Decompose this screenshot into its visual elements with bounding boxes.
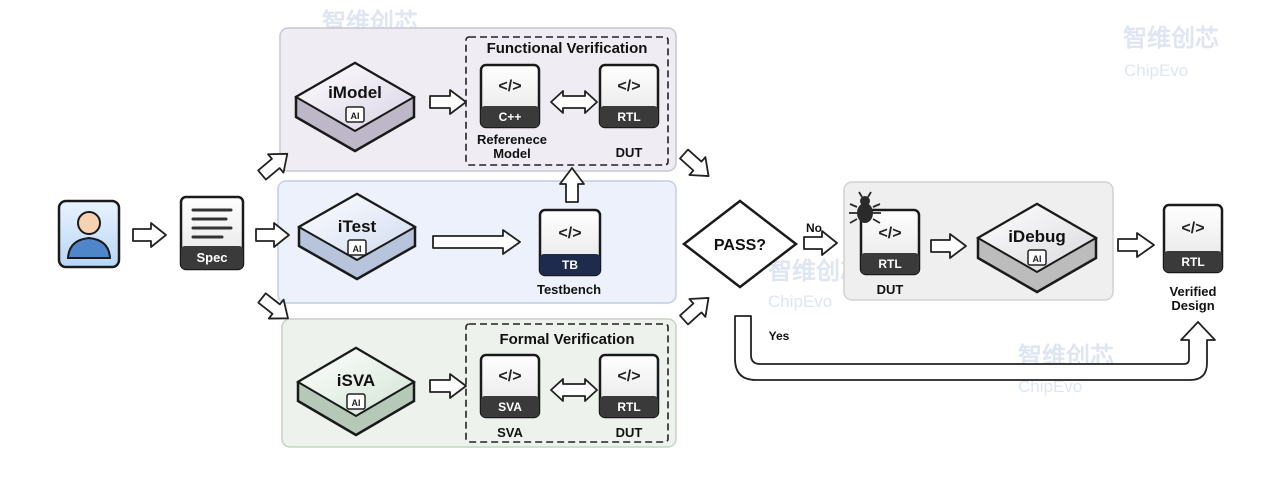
arrow-spec-to-itest (255, 222, 290, 248)
watermark-top-right: 智维创芯 ChipEvo (1123, 24, 1219, 80)
svg-text:智维创芯: 智维创芯 (1123, 24, 1219, 52)
spec-label: Spec (196, 250, 227, 265)
rtl-label: RTL (617, 110, 640, 124)
itest-label: iTest (338, 217, 377, 236)
code-icon: </> (498, 368, 521, 385)
idebug-agent: iDebug AI (975, 202, 1099, 294)
chip-icon: AI (347, 239, 367, 256)
rtl-file-debug: </> RTL (859, 208, 921, 276)
dut-caption-formal: DUT (616, 425, 643, 440)
verified-caption-line2: Design (1171, 298, 1214, 313)
user-icon (57, 199, 121, 269)
svg-text:AI: AI (1033, 254, 1042, 264)
chip-icon: AI (345, 106, 365, 123)
svg-text:ChipEvo: ChipEvo (1018, 377, 1082, 396)
formal-verification-box (465, 323, 669, 443)
imodel-agent: iModel AI (293, 61, 417, 153)
tb-label: TB (562, 258, 578, 272)
arrow-cpp-rtl-bidirectional (550, 90, 598, 114)
arrow-spec-to-isva (257, 292, 289, 320)
arrow-user-to-spec (132, 222, 167, 248)
idebug-label: iDebug (1008, 227, 1066, 246)
itest-agent: iTest AI (296, 192, 418, 281)
svg-text:AI: AI (352, 398, 361, 408)
arrow-pass-to-dut (803, 230, 838, 256)
rtl-label: RTL (1181, 255, 1204, 269)
no-label: No (806, 221, 822, 235)
svg-text:ChipEvo: ChipEvo (768, 292, 832, 311)
code-icon: </> (878, 225, 901, 242)
formal-verification-title: Formal Verification (499, 331, 634, 348)
spec-document: Spec (179, 195, 245, 271)
svg-text:ChipEvo: ChipEvo (1124, 61, 1188, 80)
sva-caption: SVA (497, 425, 523, 440)
rtl-file-verified: </> RTL (1162, 203, 1224, 274)
rtl-file-functional: </> RTL (598, 63, 660, 129)
arrow-functional-to-pass (679, 148, 710, 177)
code-icon: </> (558, 225, 581, 242)
reference-model-caption-line1: Referenece (477, 132, 547, 147)
reference-model-caption-line2: Model (493, 146, 531, 161)
arrow-spec-to-imodel (257, 152, 289, 181)
svg-text:AI: AI (353, 244, 362, 254)
dut-caption-debug: DUT (877, 282, 904, 297)
pass-label: PASS? (714, 237, 766, 254)
rtl-label: RTL (878, 257, 901, 271)
isva-label: iSVA (337, 371, 375, 390)
arrow-idebug-to-verified (1117, 232, 1155, 258)
arrow-pass-to-verified-yes (734, 315, 1216, 381)
svg-text:AI: AI (351, 111, 360, 121)
arrow-tb-to-functional (559, 167, 585, 203)
document-icon (191, 208, 233, 239)
chip-icon: AI (346, 393, 366, 410)
code-icon: </> (1181, 220, 1204, 237)
pass-decision: PASS? (681, 199, 799, 289)
arrow-itest-to-tb (432, 229, 521, 255)
rtl-file-formal: </> RTL (598, 353, 660, 419)
chip-icon: AI (1027, 249, 1047, 266)
tb-file: </> TB (538, 208, 602, 277)
bug-icon (849, 191, 881, 224)
cpp-file: </> C++ (479, 63, 541, 129)
dut-caption-functional: DUT (616, 145, 643, 160)
arrow-sva-rtl-bidirectional (550, 378, 598, 402)
arrow-dut-to-idebug (930, 233, 967, 259)
arrow-formal-to-pass (679, 297, 710, 326)
arrow-imodel-to-cpp (429, 89, 467, 115)
cpp-label: C++ (499, 110, 522, 124)
testbench-caption: Testbench (537, 282, 601, 297)
code-icon: </> (617, 78, 640, 95)
code-icon: </> (617, 368, 640, 385)
isva-agent: iSVA AI (296, 346, 416, 437)
arrow-isva-to-sva (429, 373, 467, 399)
code-icon: </> (498, 78, 521, 95)
verified-caption-line1: Verified (1170, 284, 1217, 299)
imodel-label: iModel (328, 83, 382, 102)
sva-label: SVA (498, 400, 522, 414)
yes-label: Yes (769, 329, 790, 343)
rtl-label: RTL (617, 400, 640, 414)
sva-file: </> SVA (479, 353, 541, 419)
functional-verification-title: Functional Verification (487, 40, 648, 57)
